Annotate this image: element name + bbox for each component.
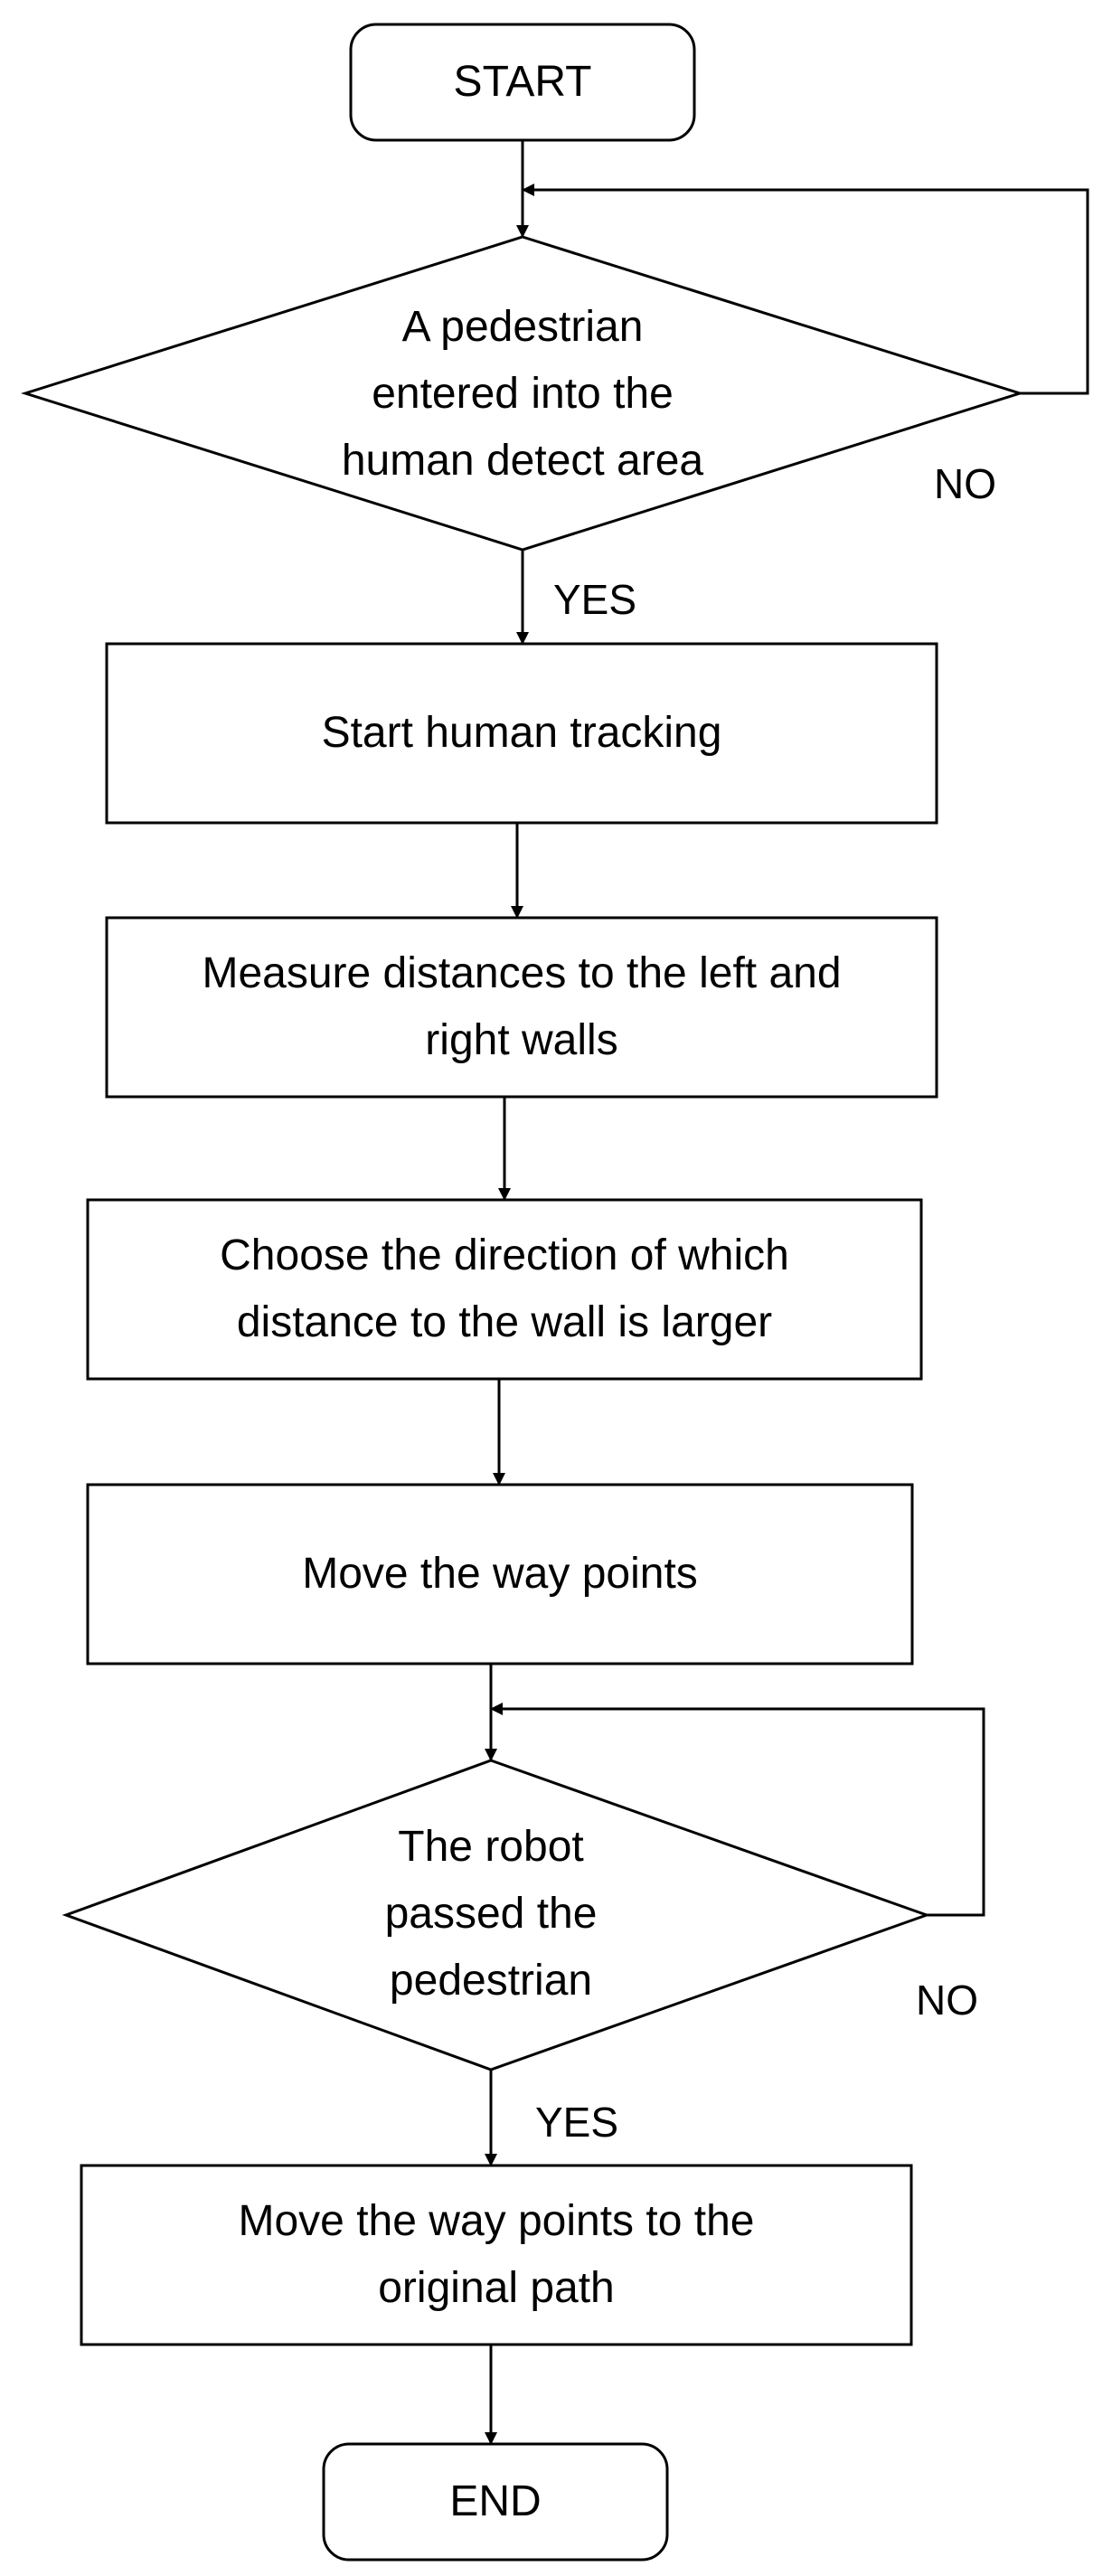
decision1-label: A pedestrian entered into the human dete… <box>206 294 839 495</box>
step5-line-2: original path <box>378 2264 615 2312</box>
decision2-yes-label: YES <box>535 2099 619 2146</box>
decision1-line-1: A pedestrian <box>401 303 644 351</box>
step-move-way-points <box>86 1483 914 1665</box>
decision2-no-label: NO <box>916 1977 978 2024</box>
arrow-decision1-no-loop <box>522 184 1089 395</box>
decision1-line-3: human detect area <box>341 437 704 485</box>
step3-label: Choose the direction of which distance t… <box>88 1222 921 1356</box>
decision2-line-2: passed the <box>384 1890 598 1938</box>
decision1-no-label: NO <box>934 460 996 507</box>
decision2-line-1: The robot <box>398 1823 584 1871</box>
step4-label: Move the way points <box>302 1550 698 1598</box>
step1-label: Start human tracking <box>321 709 722 757</box>
step2-line-1: Measure distances to the left and <box>202 949 842 997</box>
step5-label: Move the way points to the original path <box>81 2188 911 2322</box>
step3-line-1: Choose the direction of which <box>220 1231 789 1279</box>
step-start-tracking <box>105 642 938 825</box>
decision2-line-3: pedestrian <box>389 1957 593 2005</box>
step2-label: Measure distances to the left and right … <box>107 940 937 1074</box>
step-choose-direction <box>86 1198 923 1381</box>
end-label: END <box>449 2477 542 2525</box>
arrow-decision2-no-loop <box>490 1703 985 1917</box>
step5-line-1: Move the way points to the <box>238 2197 755 2245</box>
step2-line-2: right walls <box>425 1016 618 1064</box>
decision1-line-2: entered into the <box>372 370 674 418</box>
step3-line-2: distance to the wall is larger <box>236 1298 773 1346</box>
start-label: START <box>453 58 592 106</box>
decision1-yes-label: YES <box>553 576 637 623</box>
decision2-label: The robot passed the pedestrian <box>220 1814 762 2015</box>
